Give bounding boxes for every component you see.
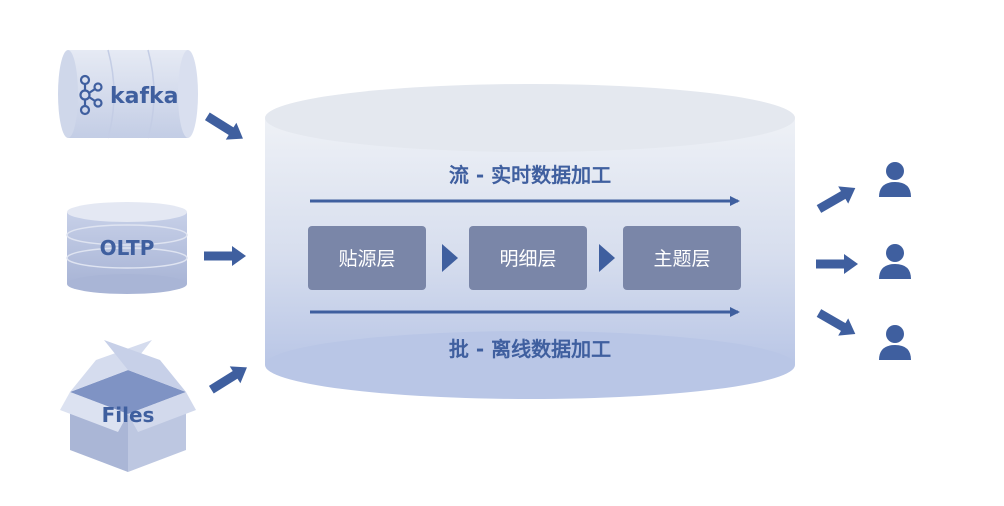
output-arrow-up-icon xyxy=(816,186,856,213)
user-icon xyxy=(879,162,911,197)
consumer-2 xyxy=(879,244,911,279)
input-arrows xyxy=(204,112,247,394)
consumer-1 xyxy=(879,162,911,197)
layer-box-1: 贴源层 xyxy=(308,226,426,290)
layer-label: 明细层 xyxy=(499,248,556,270)
layer-arrow-icon xyxy=(442,244,458,272)
layer-box-2: 明细层 xyxy=(469,226,587,290)
batch-label: 批 - 离线数据加工 xyxy=(449,337,611,361)
output-arrow-right-icon xyxy=(816,254,858,274)
user-icon xyxy=(879,244,911,279)
oltp-input-arrow-icon xyxy=(204,246,246,266)
consumer-3 xyxy=(879,325,911,360)
stream-label: 流 - 实时数据加工 xyxy=(449,163,611,187)
files-label: Files xyxy=(102,403,155,427)
kafka-source: kafka xyxy=(58,49,198,139)
kafka-input-arrow-icon xyxy=(204,112,243,140)
kafka-icon xyxy=(79,74,103,116)
oltp-source: OLTP xyxy=(66,202,188,294)
files-input-arrow-icon xyxy=(208,366,247,394)
layer-arrow-icon xyxy=(599,244,615,272)
oltp-label: OLTP xyxy=(100,236,155,260)
kafka-label: kafka xyxy=(110,84,179,109)
files-source: Files xyxy=(60,340,196,472)
layer-label: 贴源层 xyxy=(338,248,395,270)
output-arrows xyxy=(816,186,858,336)
layer-label: 主题层 xyxy=(653,248,710,270)
layer-box-3: 主题层 xyxy=(623,226,741,290)
output-arrow-down-icon xyxy=(816,309,856,336)
user-icon xyxy=(879,325,911,360)
